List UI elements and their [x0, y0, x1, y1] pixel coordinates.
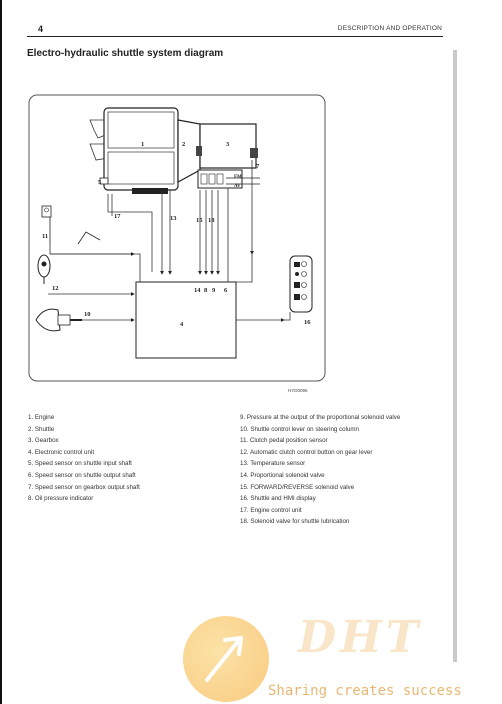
legend-item: 7. Speed sensor on gearbox output shaft — [28, 483, 140, 491]
gear-lever-shape — [37, 254, 51, 284]
label-5: 5 — [98, 179, 102, 186]
label-6: 6 — [224, 287, 228, 294]
label-av: AV — [234, 184, 241, 189]
legend-item: 17. Engine control unit — [240, 506, 302, 514]
shuttle-lever-shape — [35, 308, 82, 332]
legend-item: 5. Speed sensor on shuttle input shaft — [28, 460, 132, 468]
label-18: 18 — [208, 217, 215, 224]
arrow-icon — [205, 636, 243, 682]
legend-item: 15. FORWARD/REVERSE solenoid valve — [240, 483, 355, 491]
label-4: 4 — [180, 321, 184, 328]
label-11: 11 — [42, 233, 48, 240]
legend-item: 11. Clutch pedal position sensor — [240, 437, 328, 445]
page-title: Electro-hydraulic shuttle system diagram — [27, 48, 224, 59]
section-title: DESCRIPTION AND OPERATION — [337, 25, 442, 32]
label-14: 14 — [194, 287, 201, 294]
legend-item: 2. Shuttle — [28, 425, 55, 433]
label-17: 17 — [114, 213, 121, 220]
connection-lines — [48, 160, 291, 322]
label-2: 2 — [182, 141, 185, 148]
label-16: 16 — [304, 319, 311, 326]
legend-right: 9. Pressure at the output of the proport… — [240, 412, 460, 528]
label-13: 13 — [170, 215, 177, 222]
diagram-code: HYD0095 — [288, 388, 308, 393]
legend-item: 6. Speed sensor on shuttle output shaft — [28, 471, 136, 479]
legend-item: 18. Solenoid valve for shuttle lubricati… — [240, 518, 350, 526]
gearbox-shape — [196, 123, 258, 169]
label-3: 3 — [226, 141, 230, 148]
legend-item: 1. Engine — [28, 414, 55, 421]
legend-item: 9. Pressure at the output of the proport… — [240, 414, 401, 421]
legend-item: 13. Temperature sensor — [240, 460, 306, 468]
label-1: 1 — [141, 141, 144, 148]
page-number: 4 — [38, 24, 44, 34]
clutch-pedal-sensor-shape — [41, 205, 101, 245]
hmi-display-shape — [289, 255, 313, 313]
page-left-border — [0, 0, 2, 704]
valve-block-shape — [197, 169, 260, 189]
label-fm: FM — [234, 175, 242, 180]
legend-item: 8. Oil pressure indicator — [28, 495, 94, 503]
legend-item: 12. Automatic clutch control button on g… — [240, 448, 373, 456]
shuttle-system-diagram: 1 2 3 5 7 FM AV 17 13 15 18 11 14 8 9 6 … — [28, 94, 326, 382]
label-8: 8 — [204, 287, 208, 294]
legend-left: 1. Engine 2. Shuttle 3. Gearbox 4. Elect… — [28, 412, 228, 505]
legend-item: 14. Proportional solenoid valve — [240, 471, 325, 479]
label-9: 9 — [212, 287, 216, 294]
legend-item: 4. Electronic control unit — [28, 448, 95, 456]
header-rule — [27, 36, 443, 37]
label-10: 10 — [84, 311, 91, 318]
engine-shape — [89, 107, 179, 194]
legend-item: 3. Gearbox — [28, 437, 59, 445]
label-7: 7 — [256, 163, 260, 170]
label-15: 15 — [196, 217, 203, 224]
page-scroll-bar — [453, 50, 457, 662]
watermark-logo-text: DHT — [298, 612, 423, 663]
legend-item: 10. Shuttle control lever on steering co… — [240, 425, 360, 433]
legend-item: 16. Shuttle and HMI display — [240, 495, 316, 503]
watermark-tagline: Sharing creates success — [268, 683, 462, 699]
label-12: 12 — [52, 285, 59, 292]
ecu-box — [135, 281, 237, 359]
